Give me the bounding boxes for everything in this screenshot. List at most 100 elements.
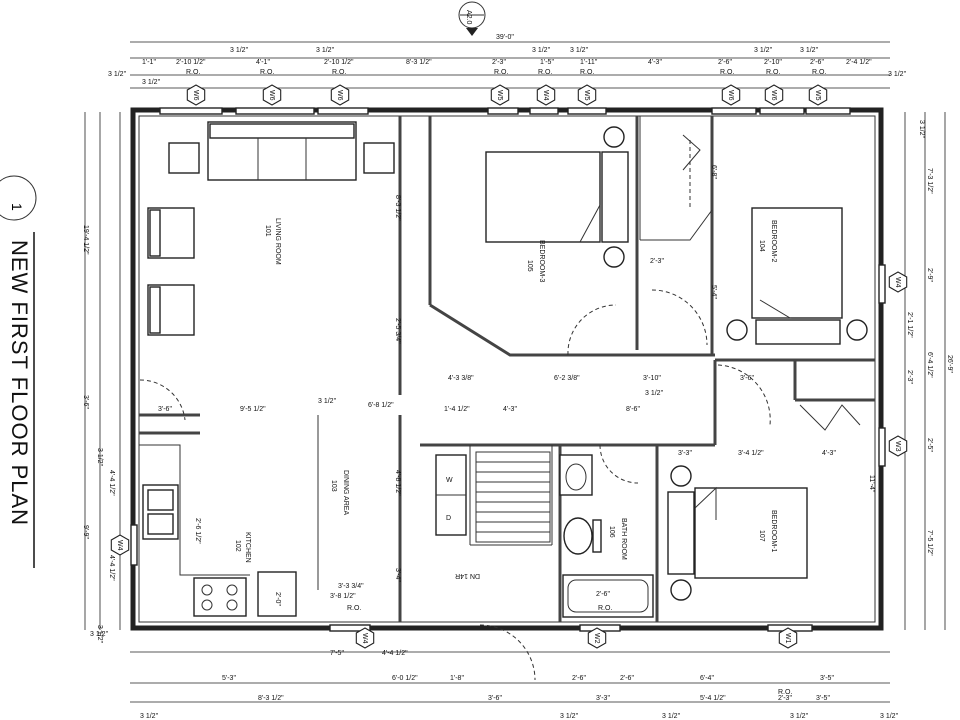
room-code: 105 bbox=[526, 260, 533, 272]
dim-bottom: 1'-8" bbox=[450, 675, 464, 682]
dim-interior: 2'-0" bbox=[274, 592, 281, 606]
ro-label: R.O. bbox=[347, 605, 361, 612]
dim-bottom: 5'-4 1/2" bbox=[700, 695, 726, 702]
window-tag-icon: W6 bbox=[330, 84, 350, 106]
window-tag-label: W4 bbox=[542, 90, 549, 101]
dim-right: 2'-1 1/2" bbox=[906, 312, 913, 338]
dim-bottom-small: 3 1/2" bbox=[662, 713, 681, 720]
room-label-dining: DINING AREA 103 bbox=[330, 470, 349, 515]
window-tag-icon: W6 bbox=[262, 84, 282, 106]
dim-top: 8'-3 1/2" bbox=[406, 59, 432, 66]
room-name: BEDROOM-2 bbox=[770, 220, 777, 263]
window-tag-label: W5 bbox=[583, 90, 590, 101]
stove-icon bbox=[193, 577, 247, 617]
toilet-icon bbox=[563, 517, 602, 555]
room-label-bedroom-2: BEDROOM-2 104 bbox=[758, 220, 777, 263]
dim-interior: 3'-10" bbox=[643, 375, 661, 382]
dim-bottom: 2'-3" bbox=[778, 695, 792, 702]
dim-top: 1'-5" bbox=[540, 59, 554, 66]
window-tag-icon: W4 bbox=[110, 534, 130, 556]
stair-icon: DN 14R bbox=[455, 451, 551, 579]
dim-top: 1'-11" bbox=[580, 59, 598, 66]
dim-interior: 8'-3 1/2" bbox=[394, 195, 401, 221]
title-block: 1 NEW FIRST FLOOR PLAN bbox=[0, 175, 37, 568]
dim-interior: 2'-5 3/4" bbox=[394, 318, 401, 344]
ro-label: R.O. bbox=[538, 69, 552, 76]
furniture: W D DN 14R bbox=[139, 121, 868, 618]
dim-top: 2'-10 1/2" bbox=[176, 59, 206, 66]
dim-bottom-small: 3 1/2" bbox=[90, 631, 109, 638]
dim-top-small: 3 1/2" bbox=[230, 47, 249, 54]
dim-interior: 3 1/2" bbox=[645, 390, 664, 397]
window-tag-icon: W2 bbox=[587, 627, 607, 649]
dimension-text: 39'-0" 1'-1" 2'-10 1/2" 4'-1" 2'-10 1/2"… bbox=[82, 34, 953, 720]
dim-top: 2'-3" bbox=[492, 59, 506, 66]
window-tag-icon: W6 bbox=[186, 84, 206, 106]
dim-interior: 3'-4" bbox=[394, 568, 401, 582]
ro-label: R.O. bbox=[186, 69, 200, 76]
side-table-icon bbox=[363, 142, 395, 174]
dim-interior: 3'-3 3/4" bbox=[338, 583, 364, 590]
dim-right: 7'-3 1/2" bbox=[926, 168, 933, 194]
refrigerator-icon bbox=[257, 571, 297, 617]
dim-right: 7'-5 1/2" bbox=[926, 530, 933, 556]
dim-top: 2'-6" bbox=[810, 59, 824, 66]
window-tag-label: W6 bbox=[192, 90, 199, 101]
dim-interior: 6'-2 3/8" bbox=[554, 375, 580, 382]
section-mark-label: A2.0 bbox=[465, 10, 472, 25]
dim-top-small: 3 1/2" bbox=[888, 71, 907, 78]
bed-icon bbox=[726, 207, 868, 345]
dim-interior: 2'-6 1/2" bbox=[194, 518, 201, 544]
dim-top-small: 3 1/2" bbox=[754, 47, 773, 54]
window-tag-label: W4 bbox=[894, 277, 901, 288]
dim-interior: 6'-8" bbox=[710, 165, 717, 179]
dim-interior: 2'-6" bbox=[596, 591, 610, 598]
dim-bottom-overall: 5'-3" bbox=[222, 675, 236, 682]
room-code: 102 bbox=[234, 540, 241, 552]
dim-bottom-small: 3 1/2" bbox=[140, 713, 159, 720]
dim-top-small: 3 1/2" bbox=[108, 71, 127, 78]
window-tag-icon: W5 bbox=[490, 84, 510, 106]
room-code: 103 bbox=[330, 480, 337, 492]
dim-right: 11'-4" bbox=[868, 475, 875, 493]
window-tag-label: W1 bbox=[784, 633, 791, 644]
dim-interior: 2'-3" bbox=[650, 258, 664, 265]
ro-label: R.O. bbox=[332, 69, 346, 76]
section-mark: A2.0 bbox=[458, 1, 486, 36]
dim-top: 2'-10" bbox=[764, 59, 782, 66]
window-tag-icon: W3 bbox=[888, 435, 908, 457]
dim-interior: 9'-5 1/2" bbox=[240, 406, 266, 413]
room-code: 106 bbox=[608, 526, 615, 538]
plan-title: NEW FIRST FLOOR PLAN bbox=[7, 240, 32, 526]
dim-left: 4'-4 1/2" bbox=[108, 470, 115, 496]
ro-label: R.O. bbox=[778, 689, 792, 696]
dim-top-small: 3 1/2" bbox=[800, 47, 819, 54]
window-tag-label: W5 bbox=[814, 90, 821, 101]
dim-bottom-small: 3 1/2" bbox=[880, 713, 899, 720]
room-labels: LIVING ROOM 101 BEDROOM-3 105 BEDROOM-2 … bbox=[234, 218, 777, 563]
windows bbox=[130, 107, 886, 632]
dim-top-overall: 39'-0" bbox=[496, 34, 514, 41]
window-tag-icon: W1 bbox=[778, 627, 798, 649]
dim-interior: 4'-3" bbox=[503, 406, 517, 413]
dim-bottom: 6'-0 1/2" bbox=[392, 675, 418, 682]
dim-bottom-small: 3 1/2" bbox=[790, 713, 809, 720]
window-tag-icon: W5 bbox=[808, 84, 828, 106]
dim-right: 6'-4 1/2" bbox=[926, 352, 933, 378]
dim-top: 2'-6" bbox=[718, 59, 732, 66]
room-code: 107 bbox=[758, 530, 765, 542]
window-tag-label: W4 bbox=[116, 540, 123, 551]
washer-dryer-icon: W D bbox=[435, 454, 467, 536]
dim-left: 3 1/2" bbox=[96, 625, 103, 644]
dim-bottom: 3'-5" bbox=[816, 695, 830, 702]
ro-label: R.O. bbox=[720, 69, 734, 76]
dim-bottom: 2'-6" bbox=[572, 675, 586, 682]
room-label-kitchen: KITCHEN 102 bbox=[234, 532, 251, 563]
dim-left: 4'-4 1/2" bbox=[108, 555, 115, 581]
room-label-bedroom-1: BEDROOM-1 107 bbox=[758, 510, 777, 553]
window-tag-icon: W6 bbox=[721, 84, 741, 106]
dim-left: 19'-4 1/2" bbox=[82, 225, 89, 255]
dim-bottom-overall: 6'-4" bbox=[700, 675, 714, 682]
